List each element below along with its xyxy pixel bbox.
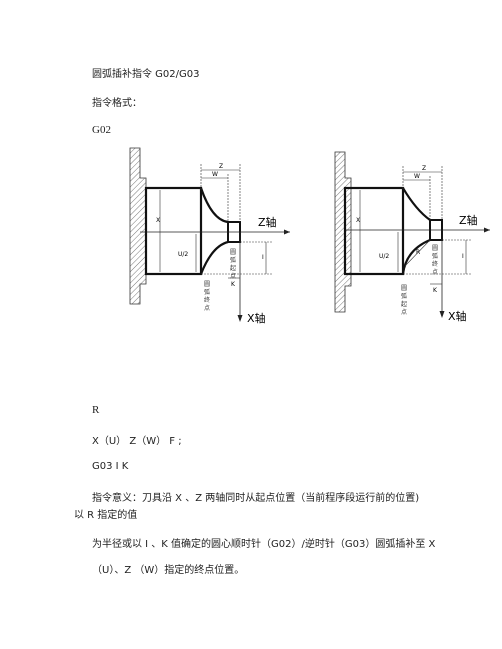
section-title: 圆弧插补指令 G02/G03: [92, 69, 200, 80]
right-dim-r: R: [416, 249, 420, 256]
right-x-axis-label: X轴: [448, 309, 467, 323]
left-z-axis-label: Z轴: [258, 215, 277, 229]
right-dim-i: I: [462, 253, 464, 260]
g03-line: G03 I K: [92, 461, 129, 472]
left-dim-u2: U/2: [178, 251, 188, 258]
right-dim-z: Z: [422, 165, 426, 172]
left-dim-k: K: [231, 281, 236, 288]
description-line-1: 为半径或以 I 、K 值确定的圆心顺时针（G02）/逆时针（G03）圆弧插补至 …: [92, 539, 436, 550]
right-note-end: 圆 弧 终 点: [432, 245, 438, 276]
g02-label: G02: [92, 124, 111, 136]
left-arc-top: [199, 187, 229, 224]
left-dim-w: W: [212, 171, 218, 178]
right-workpiece-body: [343, 186, 405, 276]
svg-text:点: 点: [401, 308, 407, 316]
svg-text:弧: 弧: [204, 288, 210, 296]
svg-text:起: 起: [401, 300, 407, 308]
arc-interpolation-diagrams: Z W X U/2 I K Z轴 X轴 圆 弧 起 点 圆 弧 终 点: [129, 147, 490, 325]
left-note-end: 圆 弧 终 点: [204, 281, 210, 312]
left-chuck: [129, 147, 147, 305]
left-note-start: 圆 弧 起 点: [230, 249, 236, 280]
right-dim-w: W: [414, 173, 420, 180]
params-line: X（U） Z（W） F ;: [92, 436, 182, 447]
svg-text:起: 起: [230, 264, 236, 272]
meaning-line-1: 指令意义：刀具沿 X 、Z 两轴同时从起点位置（当前程序段运行前的位置): [92, 493, 420, 504]
right-z-axis-label: Z轴: [459, 213, 478, 227]
left-workpiece-body: [144, 186, 203, 276]
svg-text:终: 终: [204, 296, 210, 304]
right-arc-bottom: [401, 238, 431, 275]
right-chuck: [334, 151, 352, 313]
left-dim-x: X: [156, 217, 160, 224]
svg-text:终: 终: [432, 260, 438, 268]
svg-text:弧: 弧: [230, 256, 236, 264]
description-line-2: （U）、Z （W）指定的终点位置。: [92, 565, 245, 576]
svg-text:圆: 圆: [432, 245, 438, 252]
svg-text:弧: 弧: [401, 292, 407, 300]
svg-text:圆: 圆: [204, 281, 210, 288]
svg-text:弧: 弧: [432, 252, 438, 260]
right-dim-x: X: [356, 217, 360, 224]
right-arc-top: [402, 187, 431, 221]
right-dim-k: K: [433, 287, 438, 294]
right-note-start: 圆 弧 起 点: [401, 285, 407, 316]
left-dim-z: Z: [219, 163, 223, 170]
svg-text:点: 点: [204, 304, 210, 312]
left-x-axis-label: X轴: [247, 311, 266, 325]
right-diagram: Z W X U/2 I K R Z轴 X轴 圆 弧 终 点 圆 弧 起 点: [334, 151, 490, 323]
left-diagram: Z W X U/2 I K Z轴 X轴 圆 弧 起 点 圆 弧 终 点: [129, 147, 290, 325]
left-arc-bottom: [199, 240, 229, 275]
svg-text:圆: 圆: [230, 249, 236, 256]
r-label: R: [92, 404, 100, 416]
left-dim-i: I: [262, 254, 264, 261]
right-dim-u2: U/2: [379, 253, 389, 260]
meaning-line-2: 以 R 指定的值: [74, 510, 138, 521]
format-label: 指令格式：: [92, 98, 142, 109]
svg-text:点: 点: [432, 268, 438, 276]
svg-text:点: 点: [230, 272, 236, 280]
svg-text:圆: 圆: [401, 285, 407, 292]
